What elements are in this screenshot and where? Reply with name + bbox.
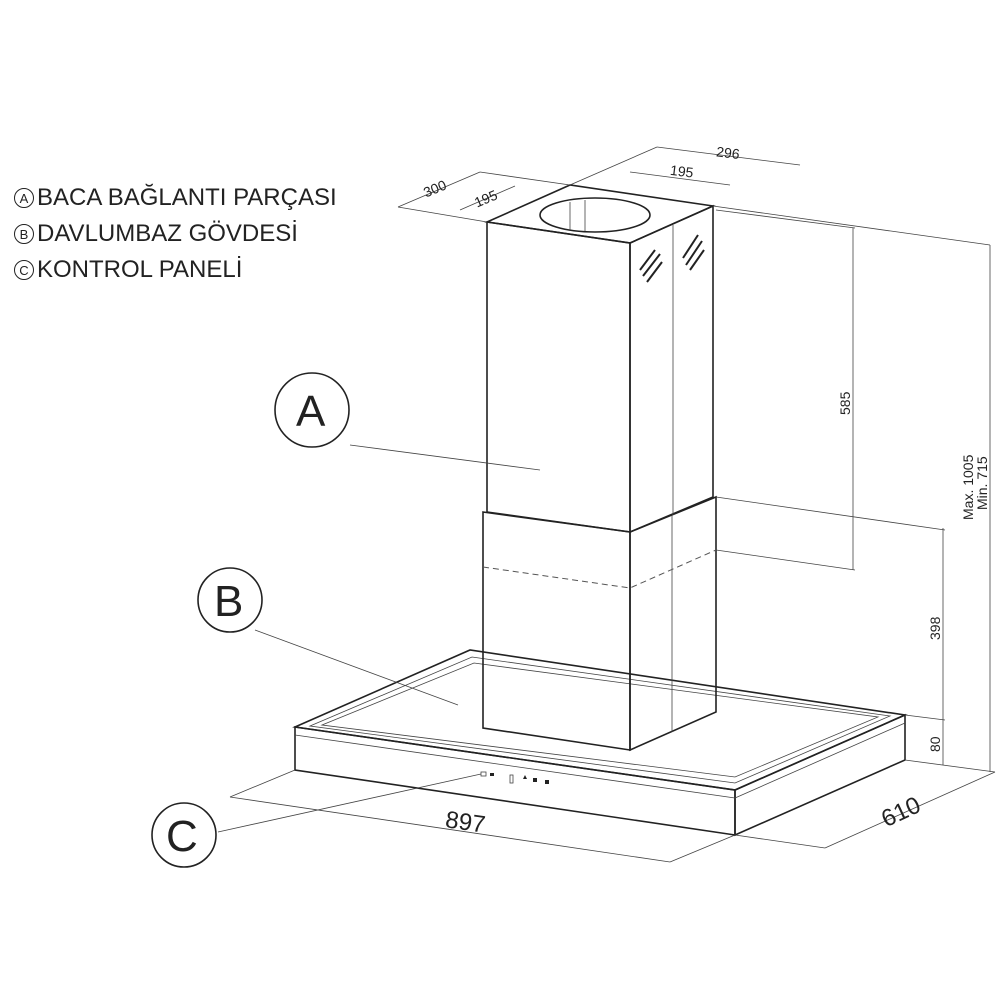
dim-height-min: Min. 715: [974, 456, 990, 510]
dim-hood-thickness: 80: [927, 736, 943, 752]
callout-label: A: [296, 387, 326, 436]
callout-a: A: [274, 372, 541, 471]
hood-body: [292, 649, 908, 837]
chimney-lower: [482, 495, 717, 752]
legend-letter: A: [14, 188, 34, 208]
legend-label: KONTROL PANELİ: [37, 256, 243, 283]
dim-depth: 610: [877, 792, 925, 833]
dimension-labels: 300 195 296 195 585 398 80 Max. 1005 Min…: [421, 143, 990, 838]
dim-top-width-outer: 296: [715, 143, 740, 162]
dim-width: 897: [444, 806, 487, 838]
dimension-lines: [229, 146, 996, 863]
callout-c: C: [151, 773, 482, 868]
dim-chimney-upper: 585: [837, 391, 853, 415]
chimney-upper: [484, 184, 716, 534]
dim-height-max: Max. 1005: [960, 454, 976, 520]
dim-top-width-inner: 195: [669, 162, 694, 181]
dim-top-depth-outer: 300: [421, 177, 449, 201]
dim-top-depth-inner: 195: [472, 187, 500, 211]
vent-grille-icon: [639, 234, 705, 283]
legend-letter: B: [14, 224, 34, 244]
legend-label: DAVLUMBAZ GÖVDESİ: [37, 220, 298, 247]
dim-chimney-lower: 398: [927, 616, 943, 640]
callout-b: B: [197, 567, 459, 706]
callout-label: B: [214, 577, 243, 626]
control-panel: [480, 771, 549, 784]
callout-label: C: [166, 812, 198, 861]
legend-letter: C: [14, 260, 34, 280]
legend-label: BACA BAĞLANTI PARÇASI: [37, 184, 337, 211]
